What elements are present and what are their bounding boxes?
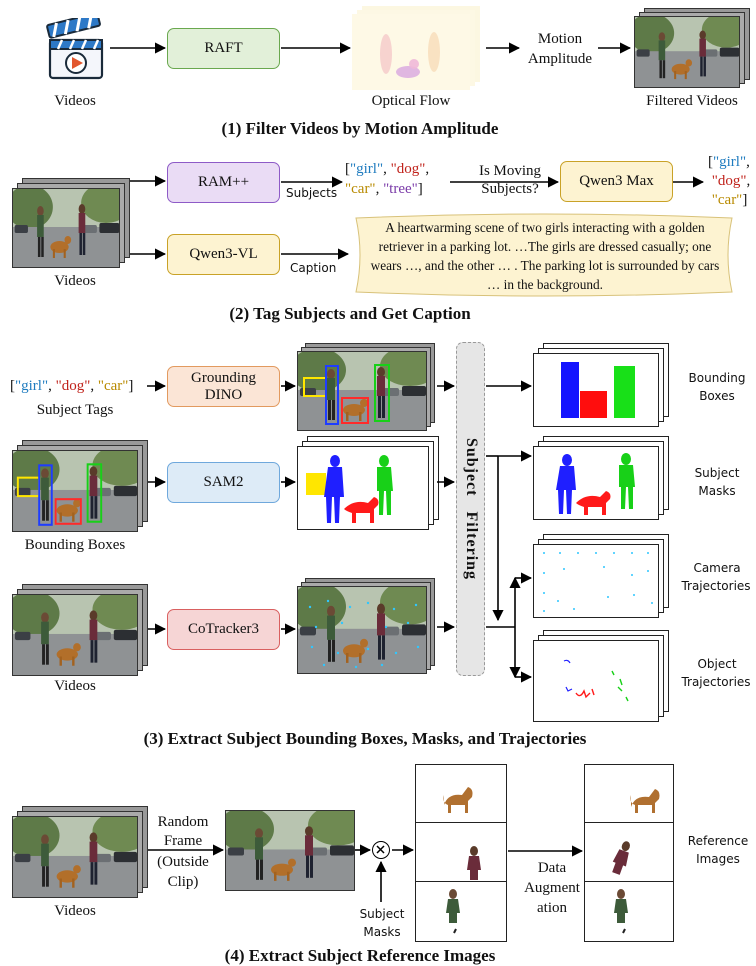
raft-box: RAFT [167, 28, 280, 69]
out-masks-label-1: Subject [694, 466, 740, 480]
subject-tags-label: Subject Tags [36, 402, 114, 418]
caption-text: A heartwarming scene of two girls intera… [370, 220, 720, 292]
stage2-title: (2) Tag Subjects and Get Caption [229, 304, 471, 323]
cotracker-input-stack [12, 584, 152, 680]
subject-filtering-box: Subject Filtering [456, 342, 485, 676]
sam2-box: SAM2 [167, 462, 280, 503]
caption-edge-label: Caption [290, 261, 337, 275]
filtered-videos-label: Filtered Videos [646, 93, 738, 109]
videos-label-1: Videos [54, 93, 96, 109]
stage2-video-stack [12, 178, 132, 270]
cotracker3-box: CoTracker3 [167, 609, 280, 650]
stage3-title: (3) Extract Subject Bounding Boxes, Mask… [143, 729, 587, 748]
out-cam-label-2: Trajectories [681, 579, 751, 593]
dino-output-stack [297, 343, 437, 433]
tag-list: ["girl", "dog", "car", "tree"] [345, 161, 430, 197]
reference-images-column [584, 764, 674, 942]
out-bbox-label-2: Boxes [699, 389, 735, 403]
sam-output-stack [297, 436, 439, 530]
camera-trajectories-stack [533, 534, 669, 618]
optical-flow-image [352, 6, 482, 90]
subjects-edge-label: Subjects [286, 186, 338, 200]
qwen3-max-box: Qwen3 Max [560, 161, 673, 202]
reference-images-label-1: Reference [687, 834, 749, 848]
stage4-title: (4) Extract Subject Reference Images [224, 946, 496, 965]
masks-output-stack [533, 436, 669, 520]
videos-label-2: Videos [54, 273, 96, 289]
data-aug-1: Data [537, 860, 567, 876]
videos-label-3: Videos [54, 678, 96, 694]
out-cam-label-1: Camera [693, 561, 741, 575]
subject-masks-label-1: Subject [359, 907, 405, 921]
optical-flow-label: Optical Flow [371, 93, 451, 109]
filtered-videos-stack [634, 8, 750, 90]
stage1-title: (1) Filter Videos by Motion Amplitude [221, 119, 499, 138]
out-obj-label-2: Trajectories [681, 675, 751, 689]
is-moving-label-2: Subjects? [481, 181, 539, 197]
masked-subjects-column [415, 764, 507, 942]
bbox-output-stack [533, 343, 669, 427]
motion-amplitude-label-1: Motion [537, 31, 583, 47]
object-trajectories-stack [533, 630, 669, 722]
random-frame-2: Frame [163, 833, 203, 849]
caption-scroll: A heartwarming scene of two girls intera… [350, 212, 738, 298]
out-masks-label-2: Masks [698, 484, 736, 498]
clapperboard-icon [46, 12, 104, 80]
subject-masks-label-2: Masks [363, 925, 401, 939]
data-aug-3: ation [537, 900, 567, 916]
filtered-tag-list: ["girl", "dog", "car"] [708, 154, 751, 208]
videos-label-4: Videos [54, 903, 96, 919]
qwen3-vl-box: Qwen3-VL [167, 234, 280, 275]
motion-amplitude-label-2: Amplitude [527, 51, 593, 67]
reference-images-label-2: Images [696, 852, 740, 866]
is-moving-label-1: Is Moving [478, 163, 542, 179]
random-frame-image [225, 810, 355, 891]
cotracker-output-stack [297, 578, 437, 678]
data-aug-2: Augment [524, 880, 580, 896]
out-bbox-label-1: Bounding [688, 371, 746, 385]
bbox-input-stack [12, 440, 152, 536]
random-frame-1: Random [157, 814, 209, 830]
out-obj-label-1: Object [697, 657, 737, 671]
random-frame-3: (Outside [157, 854, 209, 870]
bounding-boxes-label: Bounding Boxes [24, 537, 126, 553]
subject-tags-list: ["girl", "dog", "car"] [10, 378, 134, 394]
ram-box: RAM++ [167, 162, 280, 203]
multiply-icon [372, 841, 390, 859]
random-frame-4: Clip) [167, 874, 199, 890]
stage4-video-stack [12, 806, 152, 902]
